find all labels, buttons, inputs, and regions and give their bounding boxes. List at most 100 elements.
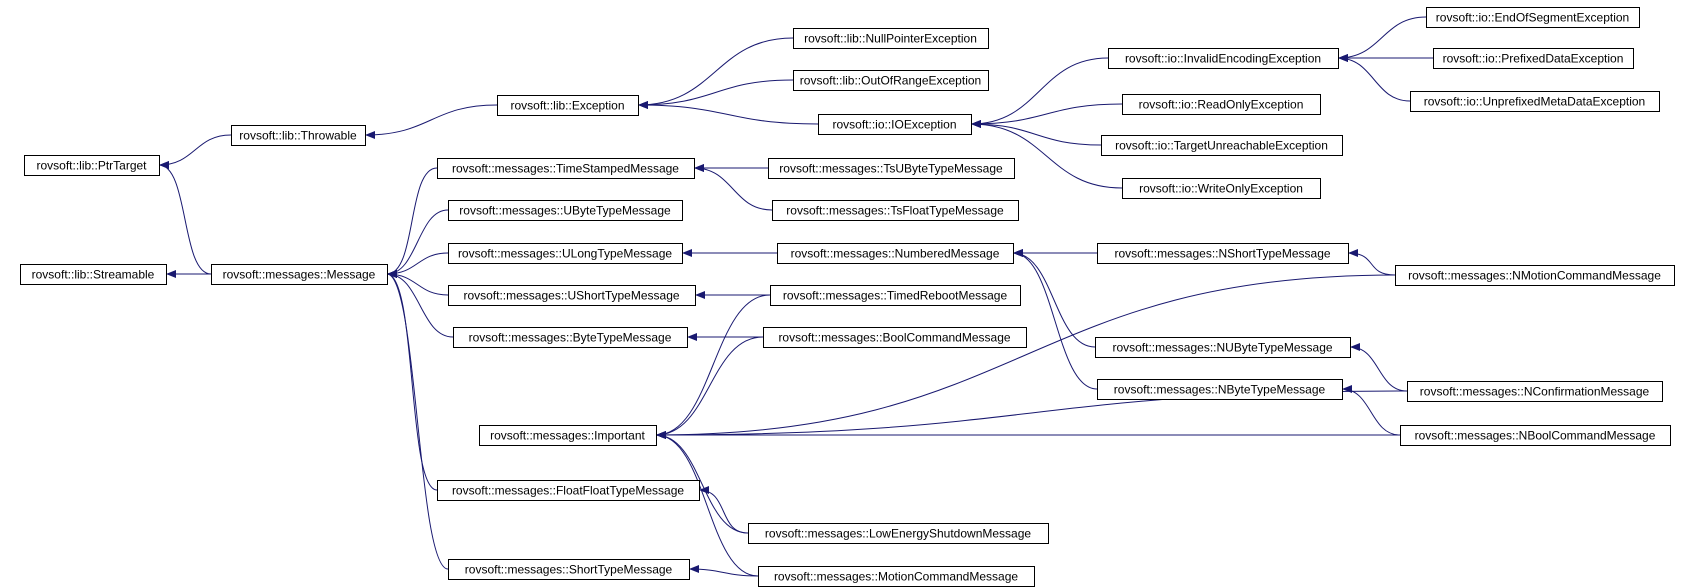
edge-motion-command-message-to-important bbox=[655, 431, 759, 577]
edge-nbool-command-message-to-nbyte-type-message bbox=[1341, 385, 1401, 436]
class-node-message-box bbox=[211, 264, 388, 285]
class-node-ts-float-type-message[interactable]: rovsoft::messages::TsFloatTypeMessage bbox=[772, 200, 1019, 221]
edge-nmotion-command-message-to-nshort-type-message bbox=[1347, 249, 1396, 276]
class-node-byte-type-message-box bbox=[453, 327, 688, 348]
class-node-motion-command-message-box bbox=[758, 566, 1035, 587]
class-node-nshort-type-message[interactable]: rovsoft::messages::NShortTypeMessage bbox=[1097, 243, 1349, 264]
class-node-write-only-exception-label: rovsoft::io::WriteOnlyException bbox=[1139, 182, 1303, 196]
class-node-ushort-type-message-box bbox=[448, 285, 696, 306]
class-node-target-unreachable-exception[interactable]: rovsoft::io::TargetUnreachableException bbox=[1101, 135, 1343, 156]
class-node-timed-reboot-message[interactable]: rovsoft::messages::TimedRebootMessage bbox=[770, 285, 1021, 306]
edge-message-to-ptr-target bbox=[158, 161, 212, 275]
class-node-prefixed-data-exception-label: rovsoft::io::PrefixedDataException bbox=[1443, 52, 1624, 66]
class-node-short-type-message-label: rovsoft::messages::ShortTypeMessage bbox=[465, 563, 673, 577]
class-node-exception-box bbox=[497, 95, 639, 116]
edge-null-pointer-exception-to-exception bbox=[637, 37, 794, 109]
class-node-invalid-encoding-exception[interactable]: rovsoft::io::InvalidEncodingException bbox=[1108, 48, 1339, 69]
class-node-nshort-type-message-box bbox=[1097, 243, 1349, 264]
class-node-nconfirmation-message[interactable]: rovsoft::messages::NConfirmationMessage bbox=[1407, 381, 1663, 402]
class-node-null-pointer-exception-box bbox=[793, 28, 989, 49]
class-node-read-only-exception-label: rovsoft::io::ReadOnlyException bbox=[1139, 98, 1304, 112]
class-node-bool-command-message-label: rovsoft::messages::BoolCommandMessage bbox=[778, 331, 1010, 345]
class-node-message-label: rovsoft::messages::Message bbox=[223, 268, 376, 282]
class-node-write-only-exception-box bbox=[1122, 178, 1321, 199]
class-node-bool-command-message[interactable]: rovsoft::messages::BoolCommandMessage bbox=[763, 327, 1027, 348]
class-nodes: rovsoft::lib::PtrTargetrovsoft::lib::Str… bbox=[20, 7, 1675, 587]
class-node-nmotion-command-message-box bbox=[1395, 265, 1675, 286]
edge-bool-command-message-to-important bbox=[655, 336, 764, 439]
class-node-null-pointer-exception[interactable]: rovsoft::lib::NullPointerException bbox=[793, 28, 989, 49]
edge-float-float-type-message-to-message bbox=[386, 270, 438, 491]
class-node-float-float-type-message[interactable]: rovsoft::messages::FloatFloatTypeMessage bbox=[437, 480, 700, 501]
class-node-nbool-command-message[interactable]: rovsoft::messages::NBoolCommandMessage bbox=[1400, 425, 1671, 446]
class-node-invalid-encoding-exception-box bbox=[1108, 48, 1339, 69]
class-node-message[interactable]: rovsoft::messages::Message bbox=[211, 264, 388, 285]
class-node-nbool-command-message-label: rovsoft::messages::NBoolCommandMessage bbox=[1415, 429, 1656, 443]
class-node-out-of-range-exception[interactable]: rovsoft::lib::OutOfRangeException bbox=[793, 70, 989, 91]
class-node-ts-ubyte-type-message[interactable]: rovsoft::messages::TsUByteTypeMessage bbox=[768, 158, 1015, 179]
edge-target-unreachable-exception-to-io-exception bbox=[970, 120, 1102, 146]
edge-nubyte-type-message-to-numbered-message bbox=[1012, 249, 1096, 348]
class-node-time-stamped-message-box bbox=[437, 158, 695, 179]
class-node-numbered-message-box bbox=[777, 243, 1014, 264]
edge-exception-to-throwable bbox=[364, 104, 498, 139]
class-node-io-exception-box bbox=[818, 114, 972, 135]
class-node-read-only-exception-box bbox=[1122, 94, 1321, 115]
edge-nbyte-type-message-to-numbered-message bbox=[1012, 249, 1098, 390]
class-node-io-exception[interactable]: rovsoft::io::IOException bbox=[818, 114, 972, 135]
class-node-short-type-message[interactable]: rovsoft::messages::ShortTypeMessage bbox=[448, 559, 690, 580]
class-node-nmotion-command-message-label: rovsoft::messages::NMotionCommandMessage bbox=[1408, 269, 1661, 283]
class-node-unprefixed-meta-data-exception[interactable]: rovsoft::io::UnprefixedMetaDataException bbox=[1410, 91, 1660, 112]
class-node-target-unreachable-exception-box bbox=[1101, 135, 1343, 156]
class-node-important-label: rovsoft::messages::Important bbox=[490, 429, 645, 443]
class-node-streamable[interactable]: rovsoft::lib::Streamable bbox=[20, 264, 167, 285]
class-node-ptr-target[interactable]: rovsoft::lib::PtrTarget bbox=[24, 155, 160, 176]
class-node-end-of-segment-exception-box bbox=[1426, 7, 1640, 28]
class-node-target-unreachable-exception-label: rovsoft::io::TargetUnreachableException bbox=[1115, 139, 1328, 153]
class-node-exception[interactable]: rovsoft::lib::Exception bbox=[497, 95, 639, 116]
class-node-ptr-target-box bbox=[24, 155, 160, 176]
class-node-byte-type-message[interactable]: rovsoft::messages::ByteTypeMessage bbox=[453, 327, 688, 348]
class-node-nmotion-command-message[interactable]: rovsoft::messages::NMotionCommandMessage bbox=[1395, 265, 1675, 286]
class-node-nubyte-type-message[interactable]: rovsoft::messages::NUByteTypeMessage bbox=[1095, 337, 1351, 358]
class-node-bool-command-message-box bbox=[763, 327, 1027, 348]
class-node-timed-reboot-message-label: rovsoft::messages::TimedRebootMessage bbox=[783, 289, 1008, 303]
edge-low-energy-shutdown-message-to-float-float-type-message bbox=[698, 486, 749, 534]
class-node-ts-ubyte-type-message-box bbox=[768, 158, 1015, 179]
edge-end-of-segment-exception-to-invalid-encoding-exception bbox=[1337, 16, 1427, 62]
class-node-ubyte-type-message-box bbox=[448, 200, 683, 221]
edge-write-only-exception-to-io-exception bbox=[970, 120, 1123, 189]
class-node-low-energy-shutdown-message-label: rovsoft::messages::LowEnergyShutdownMess… bbox=[765, 527, 1031, 541]
class-node-low-energy-shutdown-message[interactable]: rovsoft::messages::LowEnergyShutdownMess… bbox=[748, 523, 1049, 544]
class-node-motion-command-message-label: rovsoft::messages::MotionCommandMessage bbox=[774, 570, 1018, 584]
class-node-end-of-segment-exception-label: rovsoft::io::EndOfSegmentException bbox=[1436, 11, 1629, 25]
edge-ubyte-type-message-to-message bbox=[386, 209, 449, 278]
class-node-out-of-range-exception-label: rovsoft::lib::OutOfRangeException bbox=[800, 74, 981, 88]
class-node-ubyte-type-message[interactable]: rovsoft::messages::UByteTypeMessage bbox=[448, 200, 683, 221]
class-node-float-float-type-message-box bbox=[437, 480, 700, 501]
class-node-nbyte-type-message[interactable]: rovsoft::messages::NByteTypeMessage bbox=[1097, 379, 1343, 400]
class-node-throwable-label: rovsoft::lib::Throwable bbox=[239, 129, 357, 143]
edge-throwable-to-ptr-target bbox=[158, 134, 232, 169]
class-node-nubyte-type-message-box bbox=[1095, 337, 1351, 358]
class-node-ulong-type-message[interactable]: rovsoft::messages::ULongTypeMessage bbox=[448, 243, 683, 264]
class-node-time-stamped-message[interactable]: rovsoft::messages::TimeStampedMessage bbox=[437, 158, 695, 179]
class-node-numbered-message[interactable]: rovsoft::messages::NumberedMessage bbox=[777, 243, 1014, 264]
class-node-prefixed-data-exception[interactable]: rovsoft::io::PrefixedDataException bbox=[1433, 48, 1634, 69]
class-node-ushort-type-message[interactable]: rovsoft::messages::UShortTypeMessage bbox=[448, 285, 696, 306]
class-node-read-only-exception[interactable]: rovsoft::io::ReadOnlyException bbox=[1122, 94, 1321, 115]
class-node-end-of-segment-exception[interactable]: rovsoft::io::EndOfSegmentException bbox=[1426, 7, 1640, 28]
class-node-motion-command-message[interactable]: rovsoft::messages::MotionCommandMessage bbox=[758, 566, 1035, 587]
class-node-ts-ubyte-type-message-label: rovsoft::messages::TsUByteTypeMessage bbox=[779, 162, 1003, 176]
class-node-float-float-type-message-label: rovsoft::messages::FloatFloatTypeMessage bbox=[452, 484, 684, 498]
edge-time-stamped-message-to-message bbox=[386, 167, 438, 278]
class-node-exception-label: rovsoft::lib::Exception bbox=[510, 99, 624, 113]
class-node-throwable[interactable]: rovsoft::lib::Throwable bbox=[231, 125, 366, 146]
class-node-nbyte-type-message-label: rovsoft::messages::NByteTypeMessage bbox=[1114, 383, 1326, 397]
class-node-write-only-exception[interactable]: rovsoft::io::WriteOnlyException bbox=[1122, 178, 1321, 199]
edge-unprefixed-meta-data-exception-to-invalid-encoding-exception bbox=[1337, 54, 1411, 102]
edge-nmotion-command-message-to-important bbox=[655, 274, 1396, 439]
class-node-important[interactable]: rovsoft::messages::Important bbox=[479, 425, 657, 446]
class-node-nbool-command-message-box bbox=[1400, 425, 1671, 446]
